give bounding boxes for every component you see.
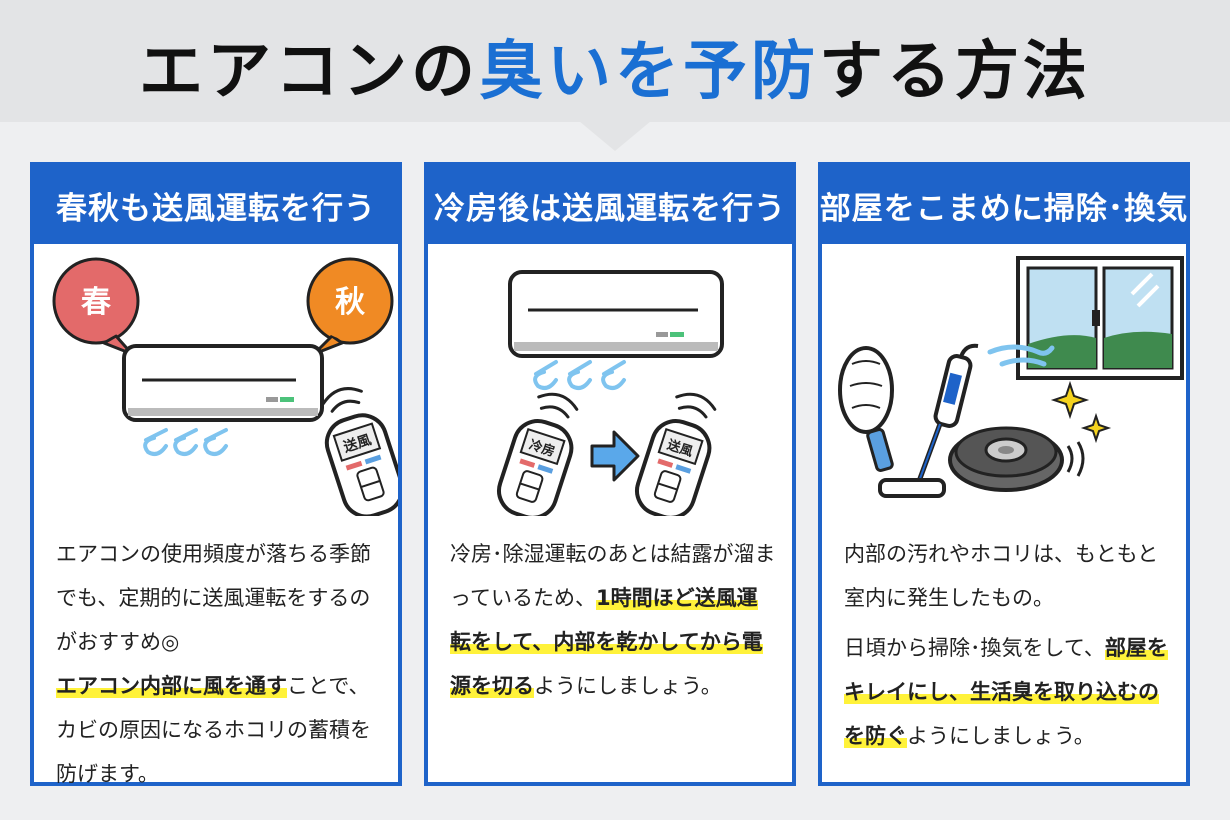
card-heading: 冷房後は送風運転を行う [428, 166, 792, 244]
highlighted-text: エアコン内部に風を通す [56, 674, 287, 698]
illustration-clean-ventilate [838, 256, 1184, 498]
header-pointer [579, 121, 651, 151]
svg-text:送風: 送風 [664, 437, 695, 461]
air-conditioner-icon [122, 344, 324, 456]
vacuum-cleaner-icon [878, 343, 979, 498]
svg-text:秋: 秋 [335, 285, 365, 320]
title-highlight: 臭いを予防 [479, 35, 819, 109]
duster-icon [838, 346, 894, 472]
card-clean-ventilate: 部屋をこまめに掃除･換気 [818, 162, 1190, 786]
remote-control-icon: 送風 [321, 387, 398, 516]
card-heading: 部屋をこまめに掃除･換気 [820, 166, 1187, 244]
window-icon [1016, 256, 1184, 380]
breeze-icon [987, 344, 1055, 367]
header-band [0, 0, 1230, 122]
spring-bubble: 春 [52, 257, 140, 356]
arrow-right-icon [590, 430, 640, 482]
remote-control-fan-icon: 送風 [635, 392, 717, 516]
autumn-bubble: 秋 [306, 257, 394, 356]
remote-control-cooling-icon: 冷房 [497, 392, 579, 516]
card-description: 内部の汚れやホコリは、もともと室内に発生したもの。 日頃から掃除･換気をして、部… [844, 542, 1168, 748]
sparkle-icon [1050, 380, 1112, 444]
card-description: エアコンの使用頻度が落ちる季節でも、定期的に送風運転をするのがおすすめ◎ エアコ… [56, 542, 371, 786]
robot-vacuum-icon [948, 426, 1085, 492]
illustration-after-cooling: 冷房 送風 [497, 270, 724, 516]
svg-text:春: 春 [81, 285, 111, 320]
card-spring-autumn: 春秋も送風運転を行う 春 秋 [30, 162, 402, 786]
svg-text:冷房: 冷房 [527, 437, 557, 460]
illustration-spring-autumn: 春 秋 送風 [52, 257, 398, 516]
card-description: 冷房･除湿運転のあとは結露が溜まっているため、1時間ほど送風運転をして、内部を乾… [450, 542, 776, 698]
page-title: エアコンの臭いを予防する方法 [139, 35, 1091, 109]
card-after-cooling: 冷房後は送風運転を行う 冷房 [424, 162, 796, 786]
card-heading: 春秋も送風運転を行う [34, 166, 398, 244]
air-conditioner-icon [508, 270, 724, 390]
